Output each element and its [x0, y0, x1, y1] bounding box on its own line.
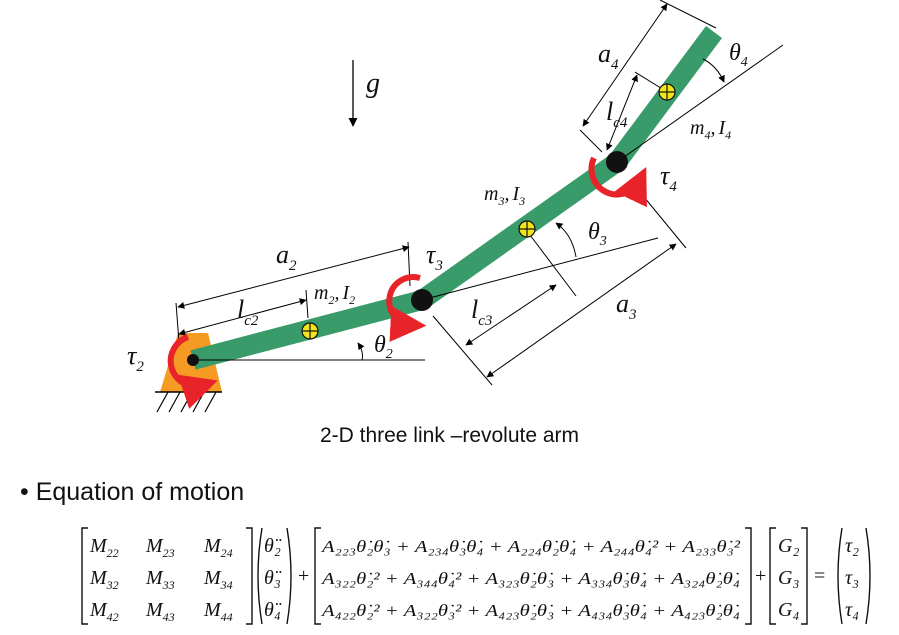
- M32: M32: [89, 567, 119, 592]
- equals-sign: =: [814, 565, 825, 587]
- gravity-label: g: [366, 68, 380, 99]
- theta-dd-4: θ̈₄: [264, 599, 282, 621]
- tau-4: τ₄: [845, 599, 859, 621]
- theta-dd-2: θ̈₂: [264, 535, 282, 557]
- tau3-label: τ3: [426, 240, 443, 274]
- lc2-label: lc2: [237, 295, 259, 329]
- tau-2: τ₂: [845, 535, 859, 557]
- center-of-mass-markers: [301, 83, 676, 340]
- m2-I2-label: m2,I2: [314, 282, 355, 307]
- M22: M22: [89, 535, 119, 560]
- theta2-label: θ2: [374, 332, 393, 362]
- tau-3: τ₃: [845, 567, 859, 589]
- coriolis-row-1: A₂₂₃θ̇₂θ̇₃ + A₂₃₄θ̇₃θ̇₄ + A₂₂₄θ̇₂θ̇₄ + A…: [321, 537, 741, 556]
- torque-2-arrow: [167, 334, 218, 409]
- theta4-label: θ4: [729, 40, 748, 70]
- com-link-4: [658, 83, 676, 101]
- plus-sign-1: +: [298, 565, 309, 587]
- joint-3: [411, 289, 433, 311]
- joint-4: [606, 151, 628, 173]
- equation-brackets: [81, 527, 871, 625]
- equation-of-motion: M22 M23 M24 M32 M33 M34 M42 M43 M44 θ̈₂ …: [81, 527, 871, 625]
- G3: G₃: [778, 567, 799, 589]
- theta3-label: θ3: [588, 219, 607, 249]
- theta-dd-3: θ̈₃: [264, 567, 282, 589]
- torque-4-arrow: [588, 156, 647, 208]
- theta4-arc: [702, 58, 725, 83]
- a4-label: a4: [598, 39, 619, 73]
- tau2-label: τ2: [127, 341, 144, 375]
- lc4-label: lc4: [606, 97, 628, 131]
- M23: M23: [145, 535, 175, 560]
- M44: M44: [203, 599, 233, 624]
- diagram-caption: 2-D three link –revolute arm: [319, 424, 580, 447]
- a2-label: a2: [276, 240, 297, 274]
- theta2-arc: [357, 342, 365, 361]
- lc3-label: lc3: [471, 295, 492, 329]
- coriolis-row-2: A₃₂₂θ̇₂² + A₃₄₄θ̇₄² + A₃₂₃θ̇₂θ̇₃ + A₃₃₄θ…: [321, 569, 740, 588]
- three-link-arm-diagram: g τ2 τ3 τ4 θ2 θ3 θ4 a2 a3 a4 lc2 lc3 lc4…: [127, 0, 784, 413]
- torque-3-arrow: [386, 274, 427, 342]
- plus-sign-2: +: [755, 565, 766, 587]
- M24: M24: [203, 535, 233, 560]
- G4: G₄: [778, 599, 799, 621]
- M43: M43: [145, 599, 175, 624]
- com-link-2: [301, 322, 319, 340]
- joint-2: [187, 354, 199, 366]
- a3-label: a3: [616, 289, 637, 323]
- equation-heading: • Equation of motion: [20, 478, 245, 506]
- m3-I3-label: m3,I3: [484, 183, 525, 208]
- M33: M33: [145, 567, 175, 592]
- tau4-label: τ4: [660, 161, 677, 195]
- M42: M42: [89, 599, 119, 624]
- theta3-arc: [555, 222, 577, 258]
- com-link-3: [518, 220, 536, 238]
- torque-arrows: [167, 156, 647, 409]
- G2: G₂: [778, 535, 799, 557]
- M34: M34: [203, 567, 233, 592]
- coriolis-row-3: A₄₂₂θ̇₂² + A₃₂₂θ̇₃² + A₄₂₃θ̇₂θ̇₃ + A₄₃₄θ…: [321, 601, 740, 620]
- m4-I4-label: m4,I4: [690, 117, 731, 142]
